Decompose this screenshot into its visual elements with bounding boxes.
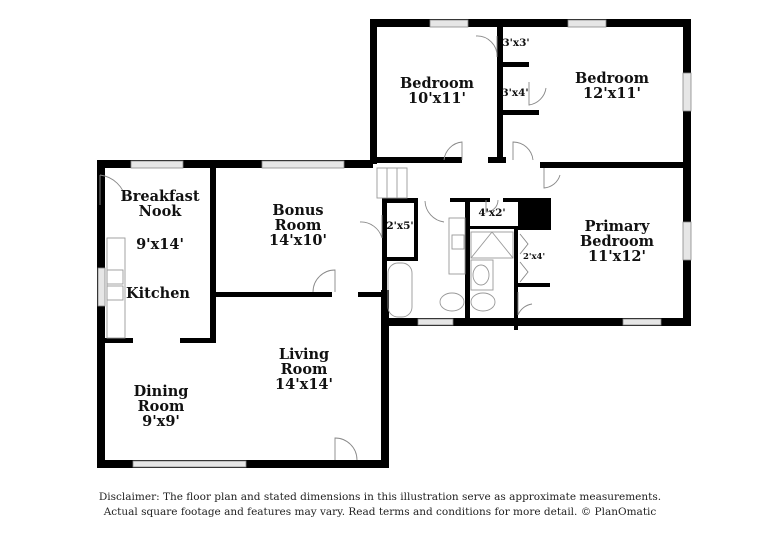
room-size: 2'x4' (522, 252, 546, 262)
room-name-line1: Living (278, 346, 330, 363)
room-size: 11'x12' (588, 248, 646, 266)
room-size: 2'x5' (386, 220, 414, 232)
room-size: 9'x14' (136, 236, 184, 254)
room-size: 12'x11' (583, 85, 641, 103)
dining-room-label: Dining Room 9'x9' (134, 384, 189, 430)
room-name-line2: Nook (138, 203, 182, 221)
room-name: Kitchen (126, 285, 190, 302)
primary-bedroom-label: Primary Bedroom 11'x12' (580, 219, 654, 265)
fixtures (106, 167, 514, 339)
disclaimer-line1: Disclaimer: The floor plan and stated di… (98, 491, 662, 503)
room-size: 3'x4' (501, 87, 529, 99)
room-name-line2: Bedroom (580, 233, 654, 251)
room-name-line1: Bonus (272, 202, 324, 219)
room-size: 3'x3' (502, 37, 530, 49)
room-size: 14'x10' (269, 232, 327, 250)
room-name: Bedroom (400, 75, 474, 92)
living-room-label: Living Room 14'x14' (275, 347, 333, 393)
walls (97, 19, 691, 468)
room-size: 9'x9' (142, 413, 180, 431)
closet-3x3-label: 3'x3' (502, 37, 530, 49)
windows (97, 19, 692, 468)
bonus-room-label: Bonus Room 14'x10' (269, 203, 327, 249)
room-size: 10'x11' (408, 90, 466, 108)
room-name-line2: Room (274, 217, 322, 235)
bedroom-1-label: Bedroom 10'x11' (400, 75, 474, 108)
room-size: 14'x14' (275, 376, 333, 394)
closet-2x5-label: 2'x5' (386, 220, 414, 232)
room-name-line2: Room (137, 398, 185, 416)
closet-4x2-label: 4'x2' (478, 207, 506, 219)
room-name-line1: Breakfast (120, 188, 200, 205)
disclaimer: Disclaimer: The floor plan and stated di… (0, 490, 760, 520)
room-name-line1: Primary (584, 218, 650, 235)
breakfast-nook-label: Breakfast Nook 9'x14' (120, 189, 199, 253)
room-name-line1: Dining (133, 383, 189, 400)
disclaimer-line2: Actual square footage and features may v… (103, 506, 657, 518)
doors (99, 35, 561, 461)
closet-2x4-label: 2'x4' (523, 253, 545, 262)
room-name-line2: Room (280, 361, 328, 379)
room-size: 4'x2' (478, 207, 506, 219)
bedroom-2-label: Bedroom 12'x11' (575, 70, 649, 103)
kitchen-label: Kitchen (126, 286, 190, 301)
room-name: Bedroom (575, 70, 649, 87)
closet-3x4-label: 3'x4' (501, 87, 529, 99)
